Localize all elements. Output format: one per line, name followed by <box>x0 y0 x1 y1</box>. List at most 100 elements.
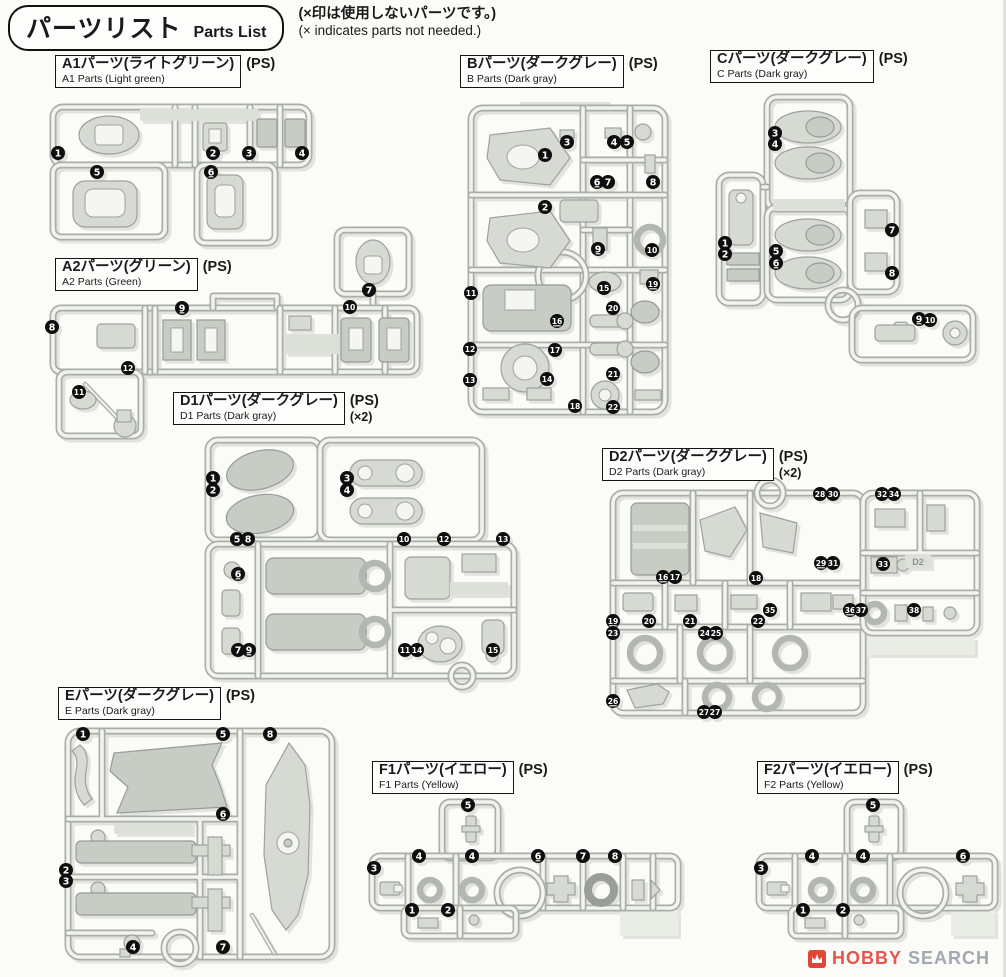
part-number-badge-f1-1: 1 <box>405 903 419 917</box>
sprue-parts <box>71 741 311 958</box>
part-number-badge-b-14: 14 <box>540 372 554 386</box>
part-number-badge-f2-1: 1 <box>796 903 810 917</box>
svg-text:10: 10 <box>399 535 410 544</box>
runner-title-jp: Eパーツ(ダークグレー) <box>65 688 214 704</box>
svg-text:14: 14 <box>412 646 423 655</box>
part-number-badge-a1-5: 5 <box>90 165 104 179</box>
label-box-f2: F2パーツ(イエロー) F2 Parts (Yellow) <box>757 761 899 794</box>
part-number-badge-a2-12: 12 <box>121 361 135 375</box>
part-number-badge-f1-3: 3 <box>367 861 381 875</box>
runner-title-en: C Parts (Dark gray) <box>717 67 808 80</box>
part-number-badge-c-10: 10 <box>923 313 937 327</box>
label-box-b: Bパーツ(ダークグレー) B Parts (Dark gray) <box>460 55 624 88</box>
part-number-badge-b-19: 19 <box>646 277 660 291</box>
svg-text:4: 4 <box>344 485 351 496</box>
runner-title-jp: D2パーツ(ダークグレー) <box>609 449 767 465</box>
part-number-badge-b-20: 20 <box>606 301 620 315</box>
part-number-badge-d2-34: 34 <box>887 487 901 501</box>
svg-text:1: 1 <box>409 905 416 916</box>
svg-text:3: 3 <box>246 148 253 159</box>
svg-text:7: 7 <box>366 285 373 296</box>
label-material-e: (PS) <box>226 687 255 705</box>
sprue-frame <box>368 798 682 940</box>
label-material-f2: (PS) <box>904 761 933 779</box>
svg-text:3: 3 <box>371 863 378 874</box>
part-number-badge-d1-9: 9 <box>242 643 256 657</box>
label-material-c: (PS) <box>879 50 908 68</box>
material-ps: (PS) <box>878 51 908 67</box>
part-number-badge-c-3: 3 <box>768 126 782 140</box>
label-box-c: Cパーツ(ダークグレー) C Parts (Dark gray) <box>710 50 874 83</box>
part-number-badge-d1-12: 12 <box>437 532 451 546</box>
part-number-badge-b-17: 17 <box>548 343 562 357</box>
sprue-parts <box>726 110 968 346</box>
material-ps: (PS) <box>778 449 808 465</box>
part-number-badge-b-2: 2 <box>538 200 552 214</box>
svg-text:15: 15 <box>488 646 499 655</box>
svg-text:5: 5 <box>465 800 472 811</box>
runner-title-jp: D1パーツ(ダークグレー) <box>180 393 338 409</box>
part-number-badge-b-1: 1 <box>538 148 552 162</box>
part-number-badge-d2-20: 20 <box>642 614 656 628</box>
runner-label-a2: A2パーツ(グリーン) A2 Parts (Green) (PS) <box>55 258 232 291</box>
part-number-badge-b-4: 4 <box>607 135 621 149</box>
runner-title-jp: Cパーツ(ダークグレー) <box>717 51 867 67</box>
svg-text:20: 20 <box>644 617 655 626</box>
runner-title-en: B Parts (Dark gray) <box>467 72 557 85</box>
svg-text:32: 32 <box>877 490 888 499</box>
part-number-badge-d2-35: 35 <box>763 603 777 617</box>
svg-text:14: 14 <box>542 375 553 384</box>
part-number-badge-a2-10: 10 <box>343 300 357 314</box>
part-number-badge-f2-4: 4 <box>805 849 819 863</box>
part-number-badge-f1-7: 7 <box>576 849 590 863</box>
part-number-badge-d2-24: 24 <box>698 626 712 640</box>
svg-text:12: 12 <box>465 345 476 354</box>
svg-text:7: 7 <box>889 225 896 236</box>
part-number-badge-d2-21: 21 <box>683 614 697 628</box>
label-box-d2: D2パーツ(ダークグレー) D2 Parts (Dark gray) <box>602 448 774 481</box>
svg-text:2: 2 <box>63 865 70 876</box>
svg-text:24: 24 <box>700 629 711 638</box>
part-number-badge-f2-4: 4 <box>856 849 870 863</box>
part-number-badge-f1-4: 4 <box>465 849 479 863</box>
svg-text:2: 2 <box>210 148 217 159</box>
svg-text:29: 29 <box>816 559 827 568</box>
part-number-badge-c-1: 1 <box>718 236 732 250</box>
part-number-badge-f2-6: 6 <box>956 849 970 863</box>
svg-text:6: 6 <box>960 851 967 862</box>
part-number-badge-f2-5: 5 <box>866 798 880 812</box>
svg-text:5: 5 <box>234 534 241 545</box>
svg-text:28: 28 <box>815 490 826 499</box>
svg-text:21: 21 <box>608 370 619 379</box>
runner-label-b: Bパーツ(ダークグレー) B Parts (Dark gray) (PS) <box>460 55 658 88</box>
svg-text:21: 21 <box>685 617 696 626</box>
sprue-parts <box>482 123 667 410</box>
svg-text:8: 8 <box>245 534 252 545</box>
svg-text:1: 1 <box>210 473 217 484</box>
label-box-f1: F1パーツ(イエロー) F1 Parts (Yellow) <box>372 761 514 794</box>
part-number-badge-d2-19: 19 <box>606 614 620 628</box>
part-number-badge-d2-33: 33 <box>876 557 890 571</box>
material-ps: (PS) <box>518 762 548 778</box>
part-number-badge-a1-4: 4 <box>295 146 309 160</box>
part-number-badge-b-6: 6 <box>590 175 604 189</box>
svg-text:4: 4 <box>299 148 306 159</box>
material-ps: (PS) <box>246 56 276 72</box>
svg-text:3: 3 <box>63 876 70 887</box>
runner-title-jp: F2パーツ(イエロー) <box>764 762 892 778</box>
page-title-jp: パーツリスト <box>26 15 182 43</box>
svg-text:9: 9 <box>246 645 253 656</box>
svg-text:11: 11 <box>400 646 411 655</box>
material-ps: (PS) <box>225 688 255 704</box>
svg-text:8: 8 <box>267 729 274 740</box>
label-box-a2: A2パーツ(グリーン) A2 Parts (Green) <box>55 258 198 291</box>
svg-text:23: 23 <box>608 629 619 638</box>
sprue-frame <box>64 727 336 968</box>
label-material-a1: (PS) <box>246 55 275 73</box>
part-number-badge-c-4: 4 <box>768 137 782 151</box>
part-number-badge-d1-1: 1 <box>206 471 220 485</box>
label-material-d1: (PS) (×2) <box>350 392 379 424</box>
